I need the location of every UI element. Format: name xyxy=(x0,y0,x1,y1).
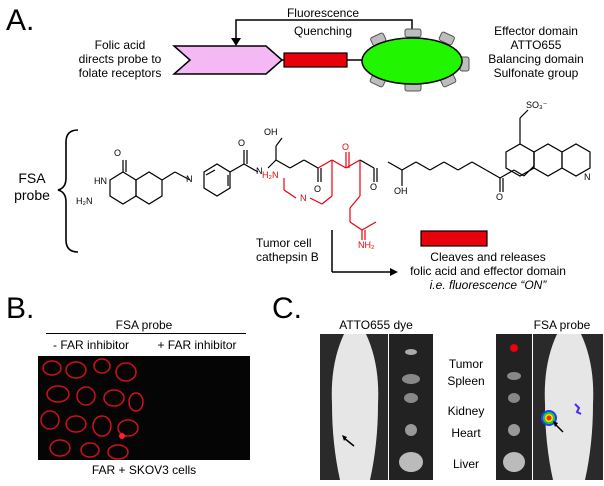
quenching-label: Quenching xyxy=(293,24,353,38)
atom-so3: SO₃⁻ xyxy=(526,100,548,110)
panel-b-title: FSA probe xyxy=(115,318,173,332)
panel-b-col1: - FAR inhibitor xyxy=(52,338,130,352)
fsa-probe-label: FSA probe xyxy=(14,170,50,203)
atom-nh-red1: N xyxy=(300,193,307,203)
atom-o3: O xyxy=(314,184,322,194)
atom-n-right: N xyxy=(584,172,591,182)
panel-c-letter: C. xyxy=(272,292,302,325)
cells-red-signal xyxy=(40,358,144,460)
panel-a-letter: A. xyxy=(6,4,35,37)
linker-structure xyxy=(359,109,591,192)
peptide-structure xyxy=(283,152,377,240)
quenching-arrowhead xyxy=(231,38,241,46)
atom-oh1: OH xyxy=(264,127,278,137)
organs-image-atto655 xyxy=(389,334,433,480)
atom-o2: O xyxy=(238,138,246,148)
organ-label-liver: Liver xyxy=(452,457,479,471)
atom-o5: O xyxy=(370,182,378,192)
organ-label-heart: Heart xyxy=(451,426,481,440)
folic-acid-shape xyxy=(172,45,284,75)
panel-b-caption: FAR + SKOV3 cells xyxy=(91,463,197,477)
atom-o6: O xyxy=(496,192,504,202)
fluorescence-label: Fluorescence xyxy=(286,6,360,20)
atom-hn: HN xyxy=(94,176,107,186)
cells-image-with-inhibitor xyxy=(144,356,250,460)
atom-o1: O xyxy=(114,148,122,158)
panel-b-rule xyxy=(46,333,246,334)
effector-ellipse xyxy=(361,37,463,85)
cells-image-no-inhibitor xyxy=(38,356,144,460)
atom-h2n: H₂N xyxy=(76,196,93,206)
atom-n-amide: N xyxy=(256,166,263,176)
effector-tabs xyxy=(369,28,470,92)
cleaves-text: Cleaves and releases folic acid and effe… xyxy=(410,250,566,292)
atom-nh2-red: NH₂ xyxy=(358,240,375,250)
organ-label-tumor: Tumor xyxy=(448,357,484,371)
atom-nh-left: N xyxy=(186,174,193,184)
mouse-image-fsa xyxy=(533,334,603,480)
chemical-structure xyxy=(109,137,322,205)
effector-text: Effector domain ATTO655 Balancing domain… xyxy=(488,24,584,80)
organ-label-spleen: Spleen xyxy=(447,374,485,388)
cathepsin-text: Tumor cell cathepsin B xyxy=(256,236,319,264)
organ-label-kidney: Kidney xyxy=(447,404,485,418)
fsa-brace xyxy=(57,129,79,253)
mouse-image-atto655 xyxy=(320,334,388,480)
atom-o4: O xyxy=(342,142,350,152)
panel-b-letter: B. xyxy=(6,292,35,325)
atom-h2n-red: H₂N xyxy=(262,170,279,180)
panel-c-right-title: FSA probe xyxy=(533,318,591,332)
panel-c-left-title: ATTO655 dye xyxy=(339,318,413,332)
atom-oh2: OH xyxy=(394,186,408,196)
folic-acid-text: Folic acid directs probe to folate recep… xyxy=(78,38,162,80)
cleaved-peptide-rect xyxy=(420,230,488,247)
organs-image-fsa xyxy=(496,334,532,480)
panel-b-col2: + FAR inhibitor xyxy=(157,338,237,352)
